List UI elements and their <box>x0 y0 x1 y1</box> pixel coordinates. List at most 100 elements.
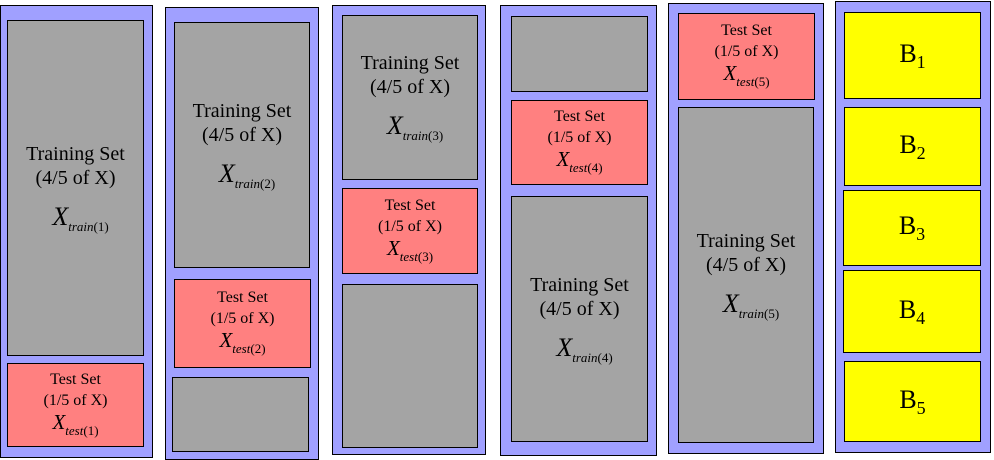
test-set-fraction: (1/5 of X) <box>378 217 442 235</box>
block-b3: B3 <box>843 190 981 266</box>
train-set-box: Training Set(4/5 of X) Xtrain(1) <box>7 20 144 356</box>
test-set-symbol: Xtest(5) <box>723 62 769 93</box>
train-set-symbol: Xtrain(4) <box>556 333 612 366</box>
symbol-subscript: train(5) <box>739 306 779 321</box>
block-letter: B <box>899 38 917 68</box>
train-set-fraction: (4/5 of X) <box>35 166 116 189</box>
symbol-x: X <box>556 332 573 362</box>
symbol-x: X <box>52 201 69 231</box>
subscript-index: (3) <box>417 248 434 264</box>
subscript-index: (1) <box>83 422 99 438</box>
train-set-title: Training Set <box>360 52 460 74</box>
symbol-x: X <box>218 158 235 188</box>
subscript-name: train <box>738 305 764 321</box>
block-index: 4 <box>916 307 926 328</box>
training-block <box>342 284 478 448</box>
train-set-box: Training Set(4/5 of X) Xtrain(4) <box>511 196 648 442</box>
subscript-name: test <box>232 341 251 356</box>
test-set-title: Test Set <box>721 22 772 39</box>
symbol-x: X <box>722 288 739 318</box>
test-set-title: Test Set <box>554 108 605 125</box>
test-set-box: Test Set(1/5 of X)Xtest(5) <box>678 13 815 100</box>
subscript-name: test <box>65 422 84 438</box>
subscript-name: test <box>736 74 755 89</box>
block-label: B1 <box>899 39 925 73</box>
test-set-fraction: (1/5 of X) <box>43 391 108 409</box>
block-index: 2 <box>916 142 926 163</box>
block-b1: B1 <box>844 12 981 99</box>
train-set-symbol: Xtrain(5) <box>723 289 779 322</box>
symbol-subscript: test(3) <box>400 249 433 264</box>
test-set-symbol: Xtest(1) <box>52 411 98 442</box>
subscript-name: train <box>572 349 598 365</box>
test-set-symbol: Xtest(2) <box>219 329 265 360</box>
block-label: B5 <box>899 385 925 419</box>
training-block <box>172 377 309 452</box>
train-set-box: Training Set(4/5 of X) Xtrain(2) <box>174 22 310 268</box>
test-set-box: Test Set(1/5 of X)Xtest(3) <box>342 188 478 274</box>
test-set-symbol: Xtest(4) <box>556 148 602 179</box>
block-label: B3 <box>899 211 925 245</box>
subscript-name: train <box>234 175 260 191</box>
block-index: 5 <box>916 397 926 418</box>
symbol-x: X <box>52 409 66 434</box>
test-set-box: Test Set(1/5 of X)Xtest(1) <box>7 363 144 447</box>
train-set-symbol: Xtrain(1) <box>52 202 108 235</box>
symbol-x: X <box>386 235 400 260</box>
block-index: 1 <box>916 51 926 72</box>
block-index: 3 <box>916 224 926 244</box>
symbol-subscript: train(3) <box>403 128 443 143</box>
train-set-box: Training Set(4/5 of X) Xtrain(3) <box>342 15 478 180</box>
subscript-name: test <box>569 160 588 175</box>
test-set-title: Test Set <box>217 289 268 306</box>
block-letter: B <box>899 384 917 414</box>
train-set-fraction: (4/5 of X) <box>202 123 282 146</box>
subscript-index: (5) <box>754 74 770 89</box>
train-set-title: Training Set <box>26 142 125 165</box>
block-label: B2 <box>899 130 925 164</box>
subscript-index: (3) <box>428 128 444 143</box>
block-b5: B5 <box>844 361 981 442</box>
subscript-index: (2) <box>250 341 266 356</box>
train-set-box: Training Set(4/5 of X) Xtrain(5) <box>678 107 814 443</box>
block-letter: B <box>898 294 917 324</box>
test-set-fraction: (1/5 of X) <box>714 43 779 60</box>
symbol-subscript: test(4) <box>569 160 602 175</box>
test-set-title: Test Set <box>50 370 101 388</box>
train-set-fraction: (4/5 of X) <box>539 297 620 320</box>
symbol-subscript: test(1) <box>65 423 98 438</box>
test-set-fraction: (1/5 of X) <box>547 129 612 146</box>
symbol-subscript: train(4) <box>572 350 612 365</box>
test-set-symbol: Xtest(3) <box>387 237 433 268</box>
symbol-subscript: train(1) <box>68 219 108 234</box>
test-set-box: Test Set(1/5 of X)Xtest(4) <box>511 100 648 185</box>
training-block <box>511 16 648 92</box>
symbol-subscript: train(2) <box>235 176 275 191</box>
block-label: B4 <box>899 295 925 329</box>
test-set-box: Test Set(1/5 of X)Xtest(2) <box>174 279 311 368</box>
subscript-index: (5) <box>764 305 780 321</box>
subscript-name: train <box>68 218 94 234</box>
train-set-fraction: (4/5 of X) <box>370 76 450 98</box>
subscript-name: train <box>402 128 428 143</box>
symbol-subscript: test(5) <box>736 74 769 89</box>
test-set-title: Test Set <box>384 196 436 214</box>
train-set-title: Training Set <box>696 229 796 252</box>
subscript-index: (1) <box>93 218 109 234</box>
test-set-fraction: (1/5 of X) <box>210 310 275 327</box>
symbol-x: X <box>386 111 403 140</box>
train-set-symbol: Xtrain(3) <box>387 111 443 144</box>
block-b2: B2 <box>844 107 981 186</box>
train-set-title: Training Set <box>530 273 629 296</box>
symbol-x: X <box>723 61 737 85</box>
train-set-title: Training Set <box>192 99 292 122</box>
train-set-fraction: (4/5 of X) <box>706 253 786 276</box>
symbol-x: X <box>556 147 570 171</box>
subscript-name: test <box>399 248 418 264</box>
symbol-subscript: test(2) <box>232 341 265 356</box>
block-letter: B <box>899 129 917 159</box>
block-b4: B4 <box>843 270 981 353</box>
subscript-index: (4) <box>597 349 613 365</box>
subscript-index: (4) <box>587 160 603 175</box>
symbol-x: X <box>219 328 233 352</box>
